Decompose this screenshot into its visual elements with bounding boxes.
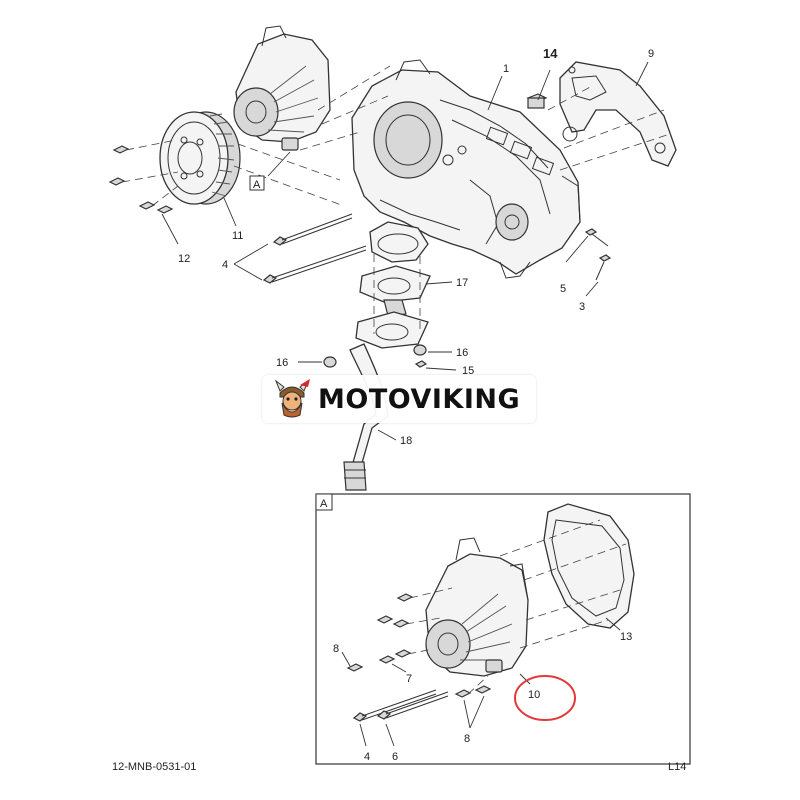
- sheet-code: L14: [668, 761, 686, 773]
- detail-bolts: [346, 593, 492, 722]
- callout-4-top: 4: [222, 259, 228, 271]
- callout-3: 3: [579, 301, 585, 313]
- watermark-text: MOTOVIKING: [318, 383, 521, 415]
- cover-plate-gasket: [559, 61, 677, 167]
- pump-gasket-13: [543, 503, 635, 629]
- callout-8-left: 8: [333, 643, 339, 655]
- callout-16-left: 16: [276, 357, 288, 369]
- watermark-banner: MOTOVIKING: [262, 375, 536, 423]
- detail-A-panel: A: [315, 493, 691, 765]
- callout-18: 18: [400, 435, 412, 447]
- callout-15: 15: [462, 365, 474, 377]
- callout-9: 9: [648, 48, 654, 60]
- callout-10: 10: [528, 689, 540, 701]
- callout-5: 5: [560, 283, 566, 295]
- callout-14: 14: [543, 46, 558, 61]
- inlet-gasket-lower: [355, 299, 429, 349]
- long-bolts-top: [262, 213, 367, 284]
- detail-label: A: [320, 498, 328, 510]
- studs-5-3: [584, 228, 612, 281]
- detail-reference-box: [249, 175, 265, 191]
- callout-12: 12: [178, 253, 190, 265]
- front-cover-housing: [351, 59, 581, 279]
- callout-13: 13: [620, 631, 632, 643]
- callout-11: 11: [232, 230, 243, 242]
- bolts-16-15: [323, 344, 428, 368]
- drawing-number: 12-MNB-0531-01: [112, 761, 196, 773]
- water-pump-top: [233, 25, 331, 151]
- coolant-inlet-neck: [369, 221, 429, 263]
- water-pump-detail: [425, 537, 529, 677]
- pulley-bolts: [108, 139, 179, 214]
- callout-17: 17: [456, 277, 468, 289]
- pump-pulley: [159, 111, 241, 205]
- callout-1: 1: [503, 63, 509, 75]
- highlight-circle-10: [514, 675, 576, 721]
- plug-14: [526, 93, 548, 109]
- callouts-detail: 13 8 7 10 8 4 6: [333, 617, 632, 763]
- viking-mascot-icon: [274, 379, 310, 418]
- detail-reference-A: A: [253, 179, 261, 191]
- callout-6: 6: [392, 751, 398, 763]
- callouts-top: 1 14 9 11 12 4 5 3 17 16 16 15 18 A: [161, 46, 654, 447]
- inlet-gasket-17: [359, 265, 431, 303]
- callout-8-bottom: 8: [464, 733, 470, 745]
- guide-lines-detail: [405, 519, 627, 695]
- guide-lines-top: [233, 65, 671, 334]
- callout-4-detail: 4: [364, 751, 370, 763]
- callout-16-right: 16: [456, 347, 468, 359]
- callout-7: 7: [406, 673, 412, 685]
